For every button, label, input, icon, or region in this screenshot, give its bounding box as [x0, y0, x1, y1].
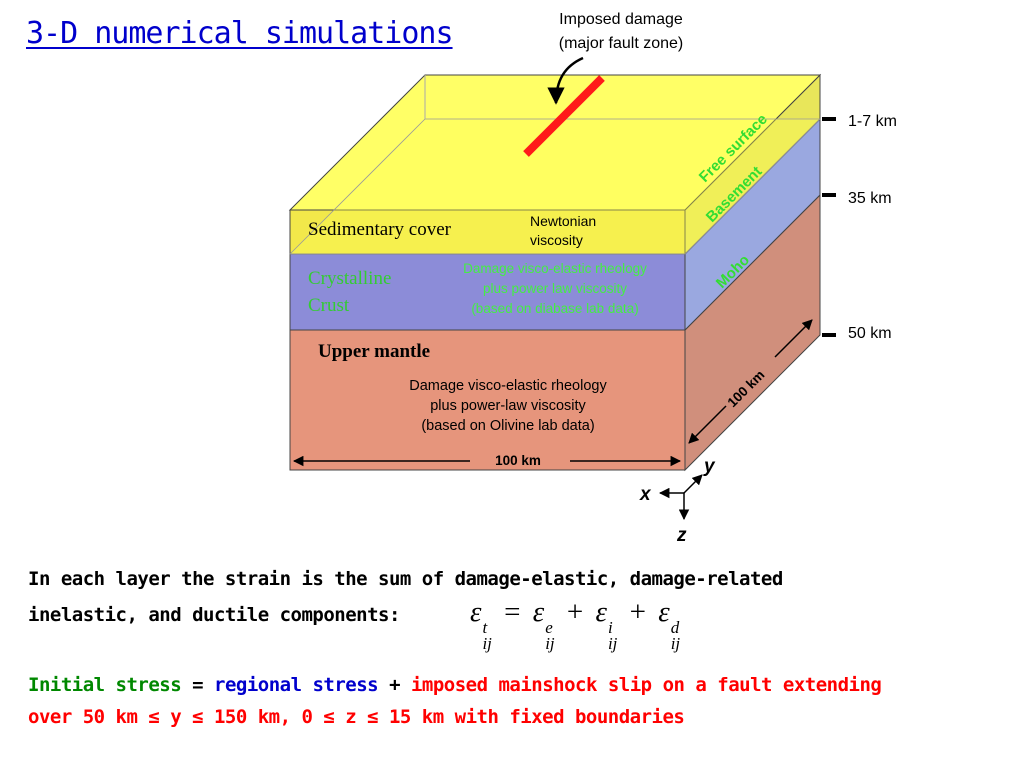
imposed-damage-label: Imposed damage: [559, 11, 683, 28]
stress-description-line-1: Initial stress = regional stress + impos…: [28, 674, 882, 696]
initial-stress-text: Initial stress: [28, 674, 182, 696]
mantle-rheology-line-2: plus power-law viscosity: [430, 398, 586, 414]
stress-equals: =: [192, 674, 204, 696]
stress-description-line-2: over 50 km ≤ y ≤ 150 km, 0 ≤ z ≤ 15 km w…: [28, 706, 685, 728]
strain-description-line-2: inelastic, and ductile components:: [28, 604, 400, 626]
mantle-rheology-line-1: Damage visco-elastic rheology: [409, 378, 607, 394]
crust-rheology-line-2: plus power law viscosity: [483, 281, 627, 296]
imposed-slip-text: imposed mainshock slip on a fault extend…: [410, 674, 882, 696]
strain-description-line-1: In each layer the strain is the sum of d…: [28, 568, 783, 590]
page-title: 3-D numerical simulations: [26, 16, 454, 51]
width-dimension-label: 100 km: [495, 453, 541, 468]
axis-x-label: x: [639, 484, 652, 505]
regional-stress-text: regional stress: [214, 674, 379, 696]
axis-z-label: z: [676, 525, 687, 546]
crust-rheology-line-1: Damage visco-elastic rheology: [463, 261, 647, 276]
upper-mantle-label: Upper mantle: [318, 341, 430, 362]
viscosity-label: viscosity: [530, 232, 583, 248]
depth-scale: 1-7 km 35 km 50 km: [822, 113, 897, 342]
fault-extent-text: over 50 km ≤ y ≤ 150 km, 0 ≤ z ≤ 15 km: [28, 706, 444, 728]
axis-y-label: y: [703, 456, 716, 477]
crust-label: Crust: [308, 295, 350, 316]
fault-pointer-arrow: [547, 56, 584, 105]
layered-block-diagram: Imposed damage (major fault zone) 1-7 km…: [288, 11, 897, 546]
fixed-boundaries-text: with fixed boundaries: [454, 706, 685, 728]
mantle-rheology-line-3: (based on Olivine lab data): [421, 418, 594, 434]
major-fault-zone-label: (major fault zone): [559, 35, 684, 52]
layer-faces: [288, 73, 822, 472]
depth-dimension-lower: [688, 405, 727, 444]
sedimentary-cover-label: Sedimentary cover: [308, 219, 452, 240]
crystalline-label: Crystalline: [308, 268, 391, 289]
basement-plane: [289, 118, 821, 255]
equals-sign: =: [504, 596, 521, 628]
imposed-fault-zone: [523, 75, 605, 157]
depth-label-50km: 50 km: [848, 325, 892, 342]
depth-label-35km: 35 km: [848, 190, 892, 207]
axis-y-arrow: [683, 474, 703, 494]
free-surface-top: [288, 74, 822, 211]
stress-plus: +: [389, 674, 401, 696]
crust-rheology-line-3: (based on diabase lab data): [471, 301, 638, 316]
plus-sign: +: [629, 596, 646, 628]
coordinate-axes: y x z: [639, 456, 716, 546]
depth-dimension-upper: [774, 319, 813, 358]
newtonian-label: Newtonian: [530, 213, 596, 229]
depth-label-1-7km: 1-7 km: [848, 113, 897, 130]
plus-sign: +: [566, 596, 584, 628]
